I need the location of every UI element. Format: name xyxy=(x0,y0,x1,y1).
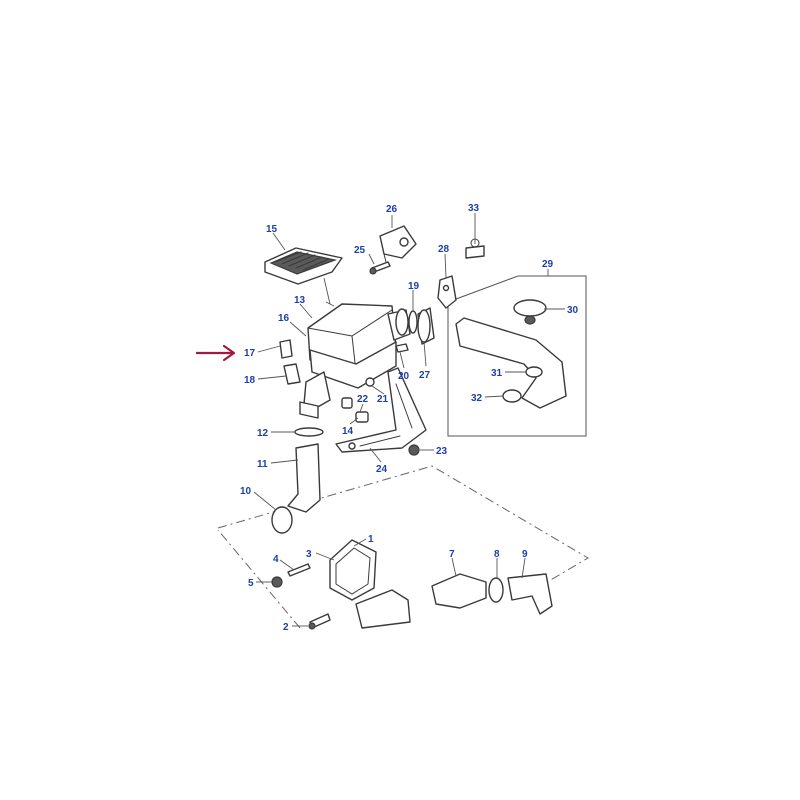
callout-30: 30 xyxy=(567,305,579,316)
thermostat-housing xyxy=(329,539,377,601)
callout-15: 15 xyxy=(266,224,278,235)
bracket-28 xyxy=(437,275,457,309)
callout-5: 5 xyxy=(248,578,254,589)
callout-19: 19 xyxy=(408,281,420,292)
nut-5 xyxy=(271,576,283,588)
callout-33: 33 xyxy=(468,203,480,214)
engine-area-dashed-outline xyxy=(217,465,589,629)
inset-hose xyxy=(455,317,567,409)
air-flow-sensor xyxy=(417,307,435,345)
callout-16: 16 xyxy=(278,313,290,324)
intake-hose xyxy=(287,443,321,513)
sensor-bracket xyxy=(379,225,417,263)
hose-clamp-31 xyxy=(525,366,543,378)
callout-11: 11 xyxy=(257,459,268,470)
callout-28: 28 xyxy=(438,244,450,255)
clip-20 xyxy=(395,343,409,353)
coolant-hose-7 xyxy=(431,573,487,609)
callout-21: 21 xyxy=(377,394,389,405)
clip-18 xyxy=(283,363,301,385)
callout-4: 4 xyxy=(273,554,279,565)
o-ring-19 xyxy=(408,310,418,334)
callout-23: 23 xyxy=(436,446,448,457)
air-filter-element xyxy=(264,247,343,285)
hose-clamp-10 xyxy=(271,506,293,534)
grommet-14 xyxy=(355,411,369,423)
callout-20: 20 xyxy=(398,371,410,382)
leader-lines xyxy=(253,213,565,627)
callout-24: 24 xyxy=(376,464,388,475)
hose-clamp-32 xyxy=(502,389,522,403)
stud-4 xyxy=(287,563,311,577)
callout-10: 10 xyxy=(240,486,252,497)
fastener-22 xyxy=(341,397,353,409)
callout-1: 1 xyxy=(368,534,374,545)
callout-17: 17 xyxy=(244,348,256,359)
callout-27: 27 xyxy=(419,370,431,381)
clip-17 xyxy=(279,339,293,359)
callout-13: 13 xyxy=(294,295,306,306)
callout-22: 22 xyxy=(357,394,369,405)
coolant-pipe xyxy=(355,589,411,629)
callout-3: 3 xyxy=(306,549,312,560)
callout-12: 12 xyxy=(257,428,269,439)
t-piece-9 xyxy=(507,573,553,615)
hose-clamp-12 xyxy=(294,427,324,437)
callout-14: 14 xyxy=(342,426,354,437)
nut-23 xyxy=(408,444,420,456)
callout-31: 31 xyxy=(491,368,503,379)
callout-7: 7 xyxy=(449,549,455,560)
callout-32: 32 xyxy=(471,393,483,404)
air-cleaner-housing xyxy=(299,303,411,419)
bolt-21 xyxy=(365,377,375,387)
vent-cap-30 xyxy=(513,299,547,325)
bolt-25 xyxy=(369,261,391,275)
hose-clamp-8 xyxy=(488,577,504,603)
pointer-arrow xyxy=(196,344,236,362)
callout-25: 25 xyxy=(354,245,366,256)
callout-18: 18 xyxy=(244,375,256,386)
inset-frame xyxy=(447,275,587,437)
callout-2: 2 xyxy=(283,622,289,633)
callout-29: 29 xyxy=(542,259,554,270)
callout-8: 8 xyxy=(494,549,500,560)
callout-26: 26 xyxy=(386,204,398,215)
bolt-2 xyxy=(308,613,331,630)
callout-labels: 1 2 3 4 5 7 8 9 10 11 12 13 14 15 16 17 … xyxy=(240,203,579,633)
callout-9: 9 xyxy=(522,549,528,560)
